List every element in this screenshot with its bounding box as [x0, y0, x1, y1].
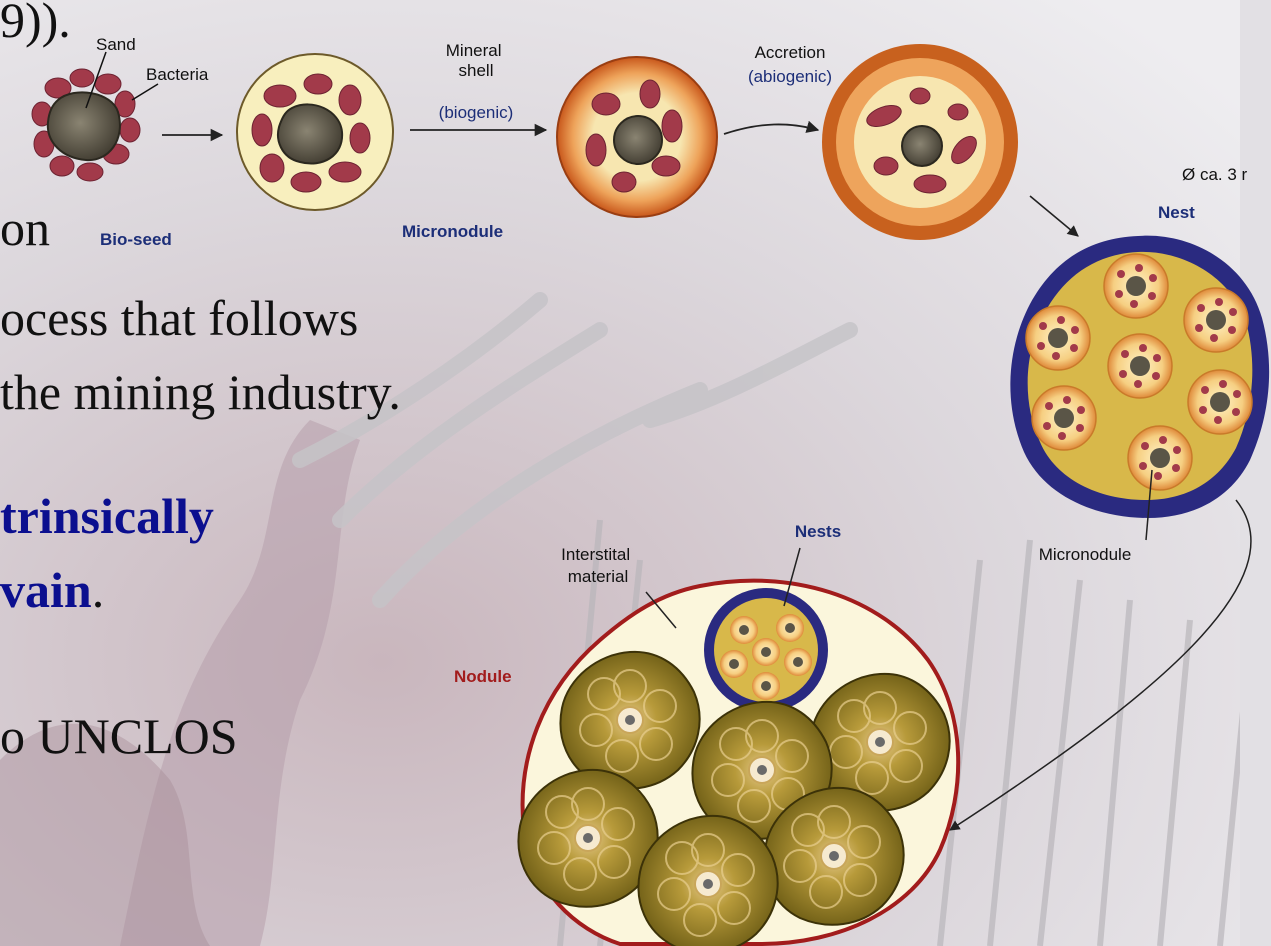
abiogenic-label: (abiogenic)	[748, 67, 832, 86]
arrow-3	[724, 124, 818, 134]
arrow-4	[1030, 196, 1078, 236]
mineral-shell-stage	[237, 54, 393, 210]
accretion-stage	[557, 57, 717, 217]
biogenic-label: (biogenic)	[439, 103, 514, 122]
sand-label: Sand	[96, 35, 136, 54]
nest-stage	[1010, 236, 1269, 518]
accreted-micronodule-stage	[822, 44, 1018, 240]
nodule-stage	[518, 581, 958, 946]
accretion-label: Accretion	[755, 43, 826, 62]
nodule-label: Nodule	[454, 667, 512, 686]
diameter-label: Ø ca. 3 r	[1182, 165, 1248, 184]
micronodule-right-label: Micronodule	[1039, 545, 1132, 564]
interstitial-label: Interstital material	[561, 545, 635, 586]
bio-seed-label: Bio-seed	[100, 230, 172, 249]
mineral-shell-label: Mineral shell	[446, 41, 506, 80]
bio-seed-stage	[32, 69, 140, 181]
nests-label: Nests	[795, 522, 841, 541]
nest-label: Nest	[1158, 203, 1195, 222]
micronodule-top-label: Micronodule	[402, 222, 503, 241]
bacteria-label: Bacteria	[146, 65, 209, 84]
